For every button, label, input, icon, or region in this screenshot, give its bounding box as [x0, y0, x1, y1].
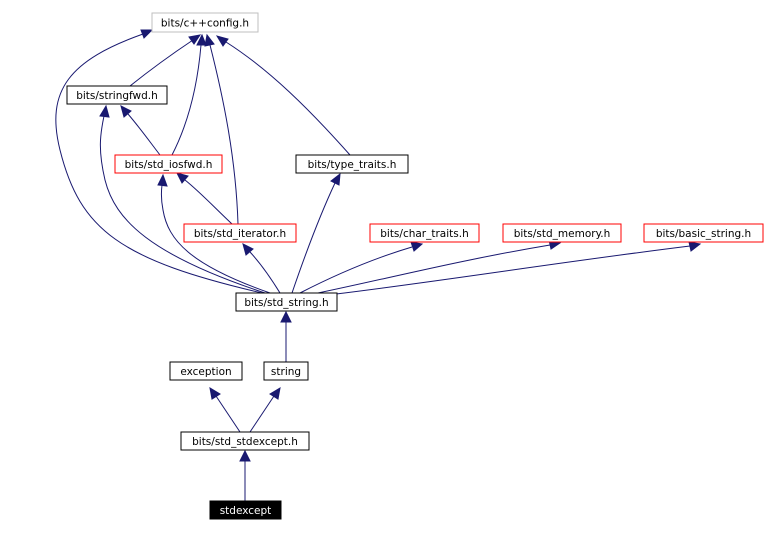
node-stdexcept[interactable]: stdexcept	[209, 500, 282, 520]
node-label: string	[271, 366, 301, 378]
arrowhead	[188, 34, 202, 45]
arrowhead	[204, 33, 215, 47]
edge-stdexcept-h-to-string	[249, 395, 275, 433]
arrowhead	[215, 35, 229, 47]
arrowhead	[269, 387, 281, 400]
node-label: exception	[180, 366, 231, 378]
node-label: bits/std_memory.h	[514, 228, 611, 240]
node-label: bits/std_stdexcept.h	[192, 436, 298, 448]
node-iterator[interactable]: bits/std_iterator.h	[183, 223, 297, 243]
node-exception[interactable]: exception	[169, 361, 243, 381]
node-label: bits/char_traits.h	[380, 228, 469, 240]
edge-std-string-to-config	[55, 33, 263, 294]
arrowhead	[176, 172, 189, 184]
arrowhead	[140, 29, 154, 39]
edge-iterator-to-iosfwd	[184, 179, 233, 225]
node-label: bits/std_string.h	[244, 297, 328, 309]
edge-iterator-to-config	[209, 44, 239, 225]
edge-stdexcept-h-to-exception	[215, 395, 241, 433]
arrowhead	[239, 449, 251, 462]
node-config[interactable]: bits/c++config.h	[151, 12, 259, 33]
edge-iosfwd-to-stringfwd	[127, 113, 161, 156]
arrowhead	[99, 104, 110, 118]
node-std-string[interactable]: bits/std_string.h	[235, 292, 338, 312]
edge-std-string-to-iosfwd	[160, 184, 271, 294]
node-memory[interactable]: bits/std_memory.h	[502, 223, 622, 243]
node-iosfwd[interactable]: bits/std_iosfwd.h	[114, 154, 223, 174]
node-label: bits/c++config.h	[161, 18, 249, 30]
node-stringfwd[interactable]: bits/stringfwd.h	[66, 85, 168, 105]
arrowhead	[330, 172, 341, 186]
edge-stringfwd-to-config	[129, 39, 194, 87]
edge-type-traits-to-config	[225, 41, 351, 156]
arrowhead	[688, 241, 702, 252]
node-string[interactable]: string	[263, 361, 309, 381]
edge-std-string-to-basic-string	[335, 245, 691, 295]
arrowhead	[196, 33, 207, 46]
node-char-traits[interactable]: bits/char_traits.h	[369, 223, 480, 243]
node-label: bits/basic_string.h	[656, 228, 751, 240]
edge-std-string-to-stringfwd	[99, 115, 266, 294]
arrowhead	[410, 241, 424, 252]
arrowhead	[242, 243, 254, 256]
nodes: bits/c++config.h bits/stringfwd.h bits/s…	[66, 12, 764, 520]
node-stdexcept-h[interactable]: bits/std_stdexcept.h	[180, 431, 310, 451]
node-label: bits/std_iterator.h	[194, 228, 286, 240]
edge-std-string-to-iterator	[249, 251, 281, 294]
arrowhead	[209, 387, 221, 400]
node-basic-string[interactable]: bits/basic_string.h	[643, 223, 764, 243]
arrowhead	[120, 105, 132, 118]
node-label: bits/type_traits.h	[308, 159, 397, 171]
arrowhead	[280, 310, 292, 323]
node-label: stdexcept	[220, 505, 272, 517]
edge-std-string-to-memory	[317, 244, 551, 294]
arrowhead	[157, 173, 168, 187]
edge-std-string-to-type-traits	[291, 182, 336, 294]
node-type-traits[interactable]: bits/type_traits.h	[295, 154, 409, 174]
edge-std-string-to-char-traits	[299, 246, 413, 294]
node-label: bits/stringfwd.h	[76, 90, 158, 102]
edge-iosfwd-to-config	[171, 44, 202, 156]
node-label: bits/std_iosfwd.h	[125, 159, 213, 171]
